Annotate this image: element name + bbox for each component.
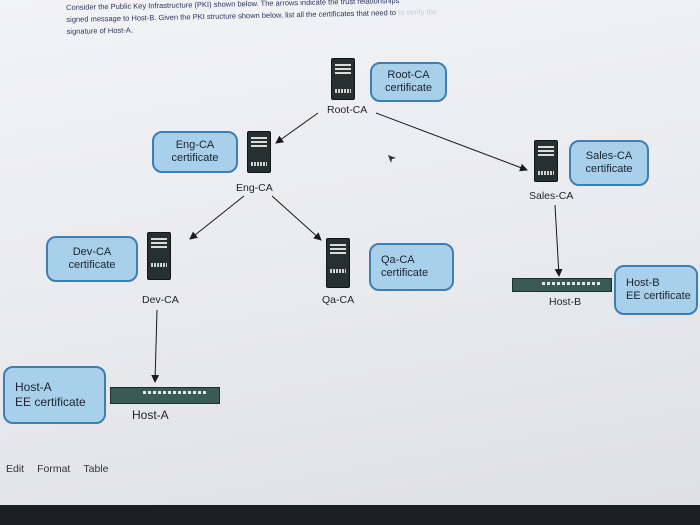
menu-edit[interactable]: Edit: [6, 463, 25, 475]
eng-ca-label: Eng-CA: [236, 182, 273, 194]
menu-format[interactable]: Format: [37, 463, 71, 475]
qa-ca-label: Qa-CA: [322, 294, 355, 306]
qa-ca-cert-text: Qa-CA certificate: [381, 254, 429, 279]
mouse-cursor: [388, 155, 396, 163]
dev-ca-label: Dev-CA: [142, 294, 179, 306]
qa-ca-server-icon: [326, 238, 350, 288]
arrow-sales-to-hostb: [554, 204, 563, 277]
arrow-root-to-sales: [375, 112, 528, 172]
dev-ca-cert-text: Dev-CA certificate: [68, 246, 116, 271]
host-a-workstation-icon: [110, 387, 220, 404]
host-b-cert-text: Host-B EE certificate: [626, 277, 691, 302]
root-ca-server-icon: [331, 58, 355, 100]
arrow-root-to-eng: [275, 112, 319, 144]
sales-ca-server-icon: [534, 140, 558, 182]
menu-table[interactable]: Table: [83, 463, 109, 475]
host-b-certificate: Host-B EE certificate: [614, 265, 698, 315]
pki-diagram-arrows: [151, 112, 563, 383]
arrow-eng-to-dev: [189, 195, 245, 240]
dev-ca-server-icon: [147, 232, 171, 280]
host-b-label: Host-B: [549, 296, 582, 308]
sales-ca-cert-text: Sales-CA certificate: [585, 150, 633, 175]
root-ca-cert-text: Root-CA certificate: [384, 69, 433, 94]
arrow-dev-to-hosta: [151, 309, 160, 383]
host-a-label: Host-A: [132, 408, 169, 422]
sales-ca-certificate: Sales-CA certificate: [569, 140, 649, 186]
dev-ca-certificate: Dev-CA certificate: [46, 236, 138, 282]
arrow-eng-to-qa: [271, 195, 322, 241]
root-ca-label: Root-CA: [327, 104, 368, 116]
host-b-workstation-icon: [512, 278, 612, 292]
qa-ca-certificate: Qa-CA certificate: [369, 243, 454, 291]
editor-content-area: Consider the Public Key Infrastructure (…: [0, 0, 700, 505]
eng-ca-certificate: Eng-CA certificate: [152, 131, 238, 173]
host-a-cert-text: Host-A EE certificate: [15, 380, 86, 409]
monitor-bezel: [0, 505, 700, 525]
host-a-certificate: Host-A EE certificate: [3, 366, 106, 424]
eng-ca-server-icon: [247, 131, 271, 173]
eng-ca-cert-text: Eng-CA certificate: [171, 139, 219, 164]
root-ca-certificate: Root-CA certificate: [370, 62, 447, 102]
editor-menu-bar: Edit Format Table: [6, 463, 108, 475]
sales-ca-label: Sales-CA: [529, 190, 574, 202]
